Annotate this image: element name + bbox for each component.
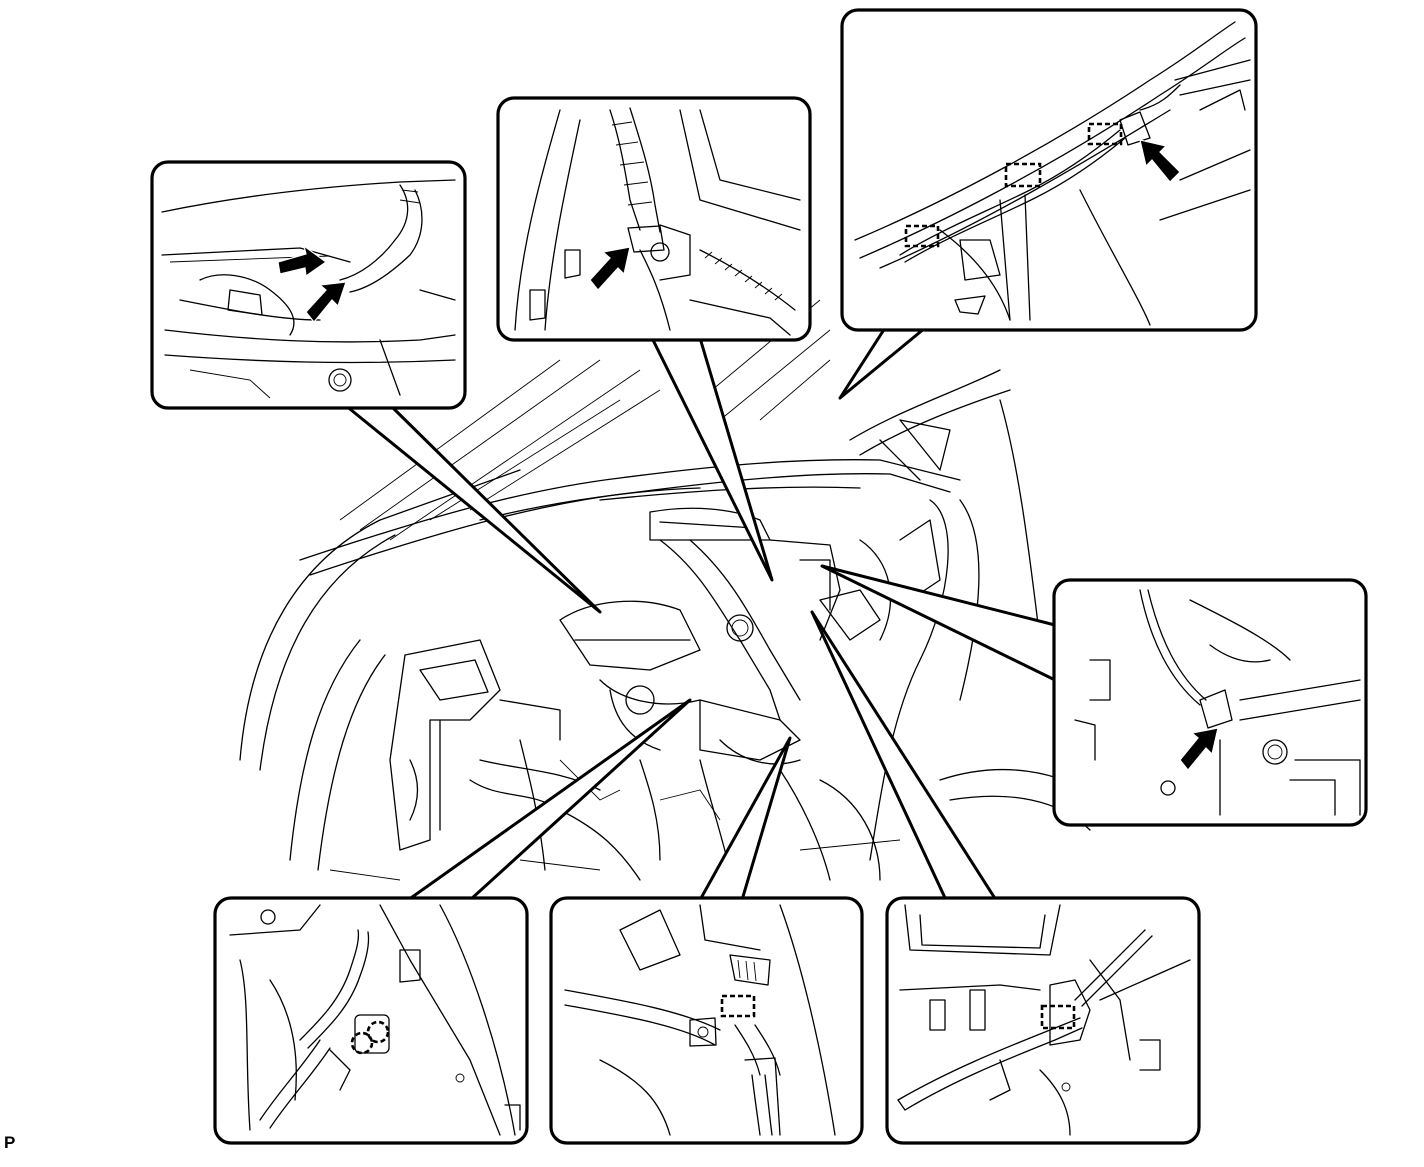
figure-code-label: P (4, 1133, 16, 1152)
clip-marker (904, 224, 940, 248)
arrow-icon (277, 244, 328, 278)
main-dashboard-view (239, 299, 1101, 881)
detail-view-lower-center (549, 896, 864, 1145)
leader-upper-right (838, 326, 927, 400)
detail-view-lower-right (885, 896, 1201, 1145)
leader-lower-right (810, 610, 998, 902)
leader-right (820, 564, 1057, 682)
detail-view-lower-left (213, 896, 529, 1145)
leader-lower-center (698, 736, 792, 902)
clip-marker (720, 994, 756, 1018)
leader-wedges (343, 326, 1057, 902)
leader-lower-left (406, 698, 692, 902)
clip-marker (1004, 162, 1042, 188)
arrow-icon (1139, 139, 1181, 183)
leader-upper-left (343, 403, 602, 614)
screwdriver-tool (897, 1017, 1081, 1101)
detail-view-upper-right (840, 8, 1258, 332)
arrow-icon (589, 246, 631, 291)
arrow-icon (1179, 727, 1219, 771)
clip-marker (1040, 1004, 1076, 1030)
detail-view-right (1052, 578, 1368, 827)
clip-marker (1087, 122, 1123, 146)
detail-view-upper-center (496, 96, 812, 342)
detail-view-upper-left (150, 160, 467, 410)
leader-upper-center (650, 336, 774, 582)
arrow-icon (305, 281, 347, 323)
